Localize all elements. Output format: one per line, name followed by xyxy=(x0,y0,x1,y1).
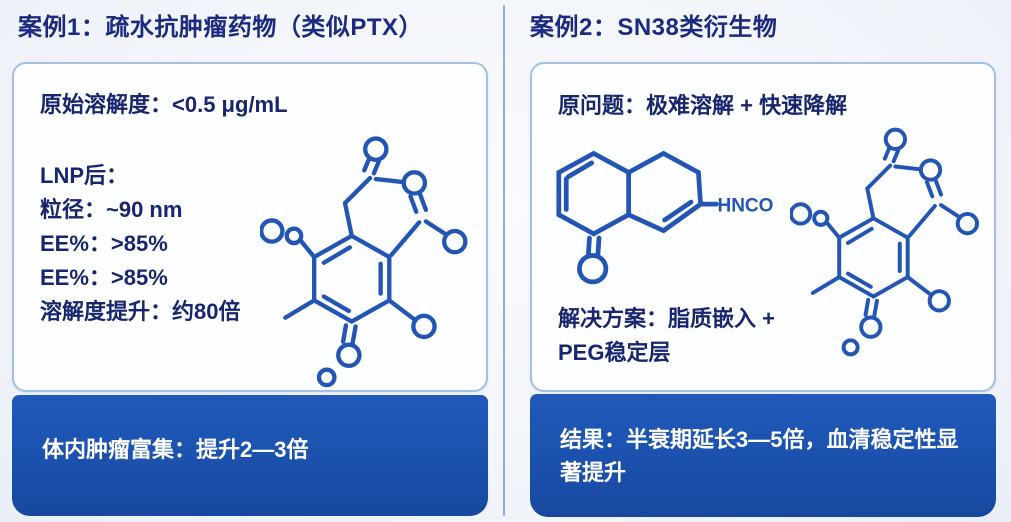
stat-original-solubility: 原始溶解度：<0.5 μg/mL xyxy=(40,92,288,117)
case1-card: 原始溶解度：<0.5 μg/mL LNP后： 粒径：~90 nm EE%：>85… xyxy=(12,62,488,392)
stat-ee-percent-2: EE%：>85% xyxy=(40,265,168,290)
stat-particle-size: 粒径：~90 nm xyxy=(40,197,183,222)
case2-card: 原问题：极难溶解 + 快速降解 HNCO xyxy=(530,62,996,392)
case2-problem-text: 原问题：极难溶解 + 快速降解 xyxy=(558,93,848,118)
stat-ee-percent-1: EE%：>85% xyxy=(40,231,168,256)
case1-stats: 原始溶解度：<0.5 μg/mL LNP后： 粒径：~90 nm EE%：>85… xyxy=(14,64,486,329)
case1-title: 案例1：疏水抗肿瘤药物（类似PTX） xyxy=(18,14,424,41)
stat-solubility-gain: 溶解度提升：约80倍 xyxy=(40,299,241,324)
chemical-structure-naphthalenone: HNCO xyxy=(544,128,782,292)
chemical-structure-anhydride-2 xyxy=(790,120,992,357)
panel-divider xyxy=(503,5,505,516)
solution-line-1: 解决方案：脂质嵌入 + xyxy=(558,306,775,331)
chemical-structure-anhydride-1 xyxy=(260,128,482,388)
case2-solution-text: 解决方案：脂质嵌入 + PEG稳定层 xyxy=(558,302,775,370)
case1-result-bar: 体内肿瘤富集：提升2—3倍 xyxy=(12,395,488,516)
case2-title: 案例2：SN38类衍生物 xyxy=(530,14,778,41)
stat-after-lnp: LNP后： xyxy=(40,163,129,188)
case2-result-bar: 结果：半衰期延长3—5倍，血清稳定性显著提升 xyxy=(530,394,996,517)
case2-result-text: 结果：半衰期延长3—5倍，血清稳定性显著提升 xyxy=(560,427,959,485)
case1-result-text: 体内肿瘤富集：提升2—3倍 xyxy=(42,437,309,462)
solution-line-2: PEG稳定层 xyxy=(558,340,671,365)
structure-hnco-label: HNCO xyxy=(717,196,773,217)
